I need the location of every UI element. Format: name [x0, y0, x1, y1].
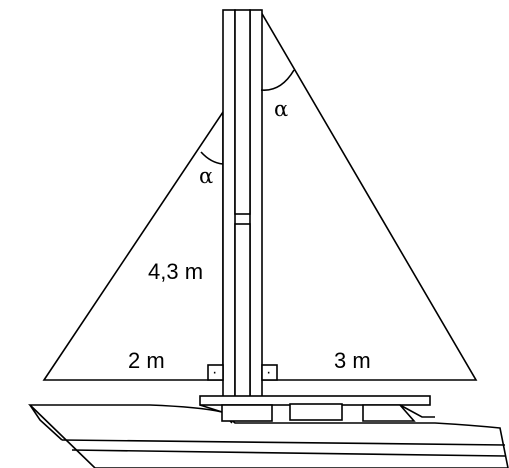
alpha-left-label: α	[199, 164, 213, 188]
alpha-right-label: α	[274, 97, 288, 121]
right-angle-marker-right	[261, 364, 278, 381]
left-sail	[42, 109, 224, 381]
mast-lower-section	[234, 223, 251, 399]
right-angle-dot-right: ·	[266, 364, 271, 381]
mast-right-rail	[249, 9, 263, 399]
cabin-window-2	[289, 403, 343, 421]
angle-arc-right	[260, 69, 295, 91]
angle-arc-left	[200, 151, 224, 165]
right-angle-marker-left	[207, 364, 224, 381]
hull	[28, 404, 509, 468]
mast-upper-section	[234, 9, 251, 215]
left-base-label: 2 m	[128, 348, 165, 373]
cabin-aft-rail	[399, 404, 435, 418]
right-sail	[260, 9, 478, 381]
mast-height-label: 4,3 m	[148, 259, 203, 284]
cabin-window-1	[221, 404, 273, 422]
hull-bow-line	[29, 404, 63, 441]
hull-stripe-upper	[61, 439, 506, 446]
mast-left-rail	[222, 9, 236, 399]
hull-stripe-lower	[71, 449, 506, 457]
right-angle-dot-left: ·	[212, 364, 217, 381]
cabin-window-3	[362, 404, 416, 422]
right-base-label: 3 m	[334, 348, 371, 373]
